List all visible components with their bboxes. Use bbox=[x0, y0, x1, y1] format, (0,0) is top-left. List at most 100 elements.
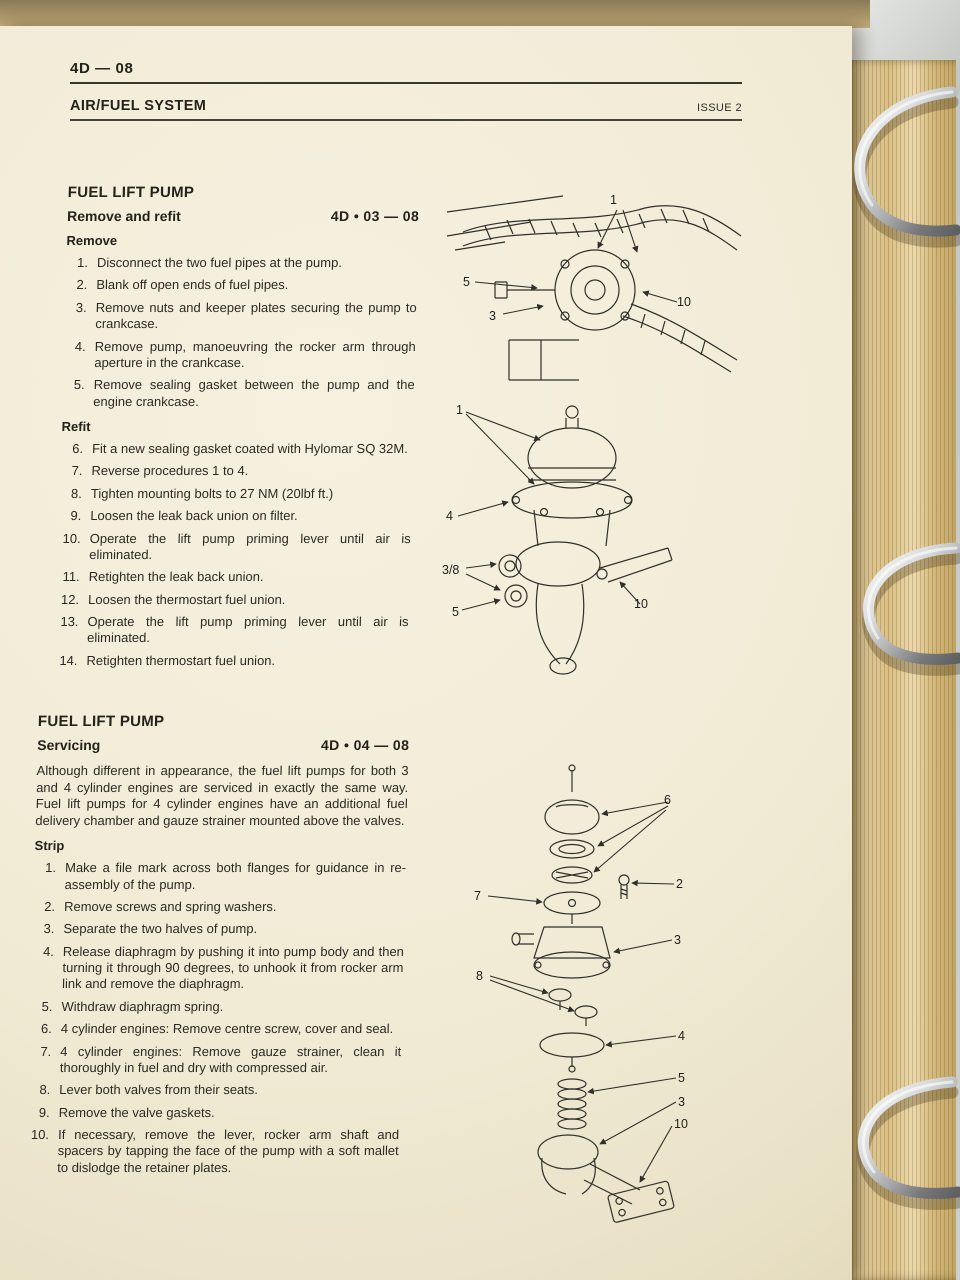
step-number: 8. bbox=[70, 485, 83, 501]
figure-callout: 4 bbox=[446, 509, 453, 523]
section-ref-code: 4D • 04 — 08 bbox=[320, 737, 410, 754]
step-number: 9. bbox=[38, 1104, 50, 1120]
figure-callout: 7 bbox=[474, 889, 481, 903]
figure-callout: 6 bbox=[664, 793, 671, 807]
list-item: 3.Separate the two halves of pump. bbox=[32, 921, 404, 937]
figure-callout: 5 bbox=[463, 275, 470, 289]
technical-drawing bbox=[487, 764, 677, 1223]
figure-callout: 3/8 bbox=[442, 563, 460, 577]
step-number: 14. bbox=[59, 652, 78, 668]
figure-callout: 5 bbox=[452, 605, 459, 619]
step-text: Lever both valves from their seats. bbox=[59, 1082, 259, 1098]
figure-pump-exploded-view: 6 7 2 3 8 4 5 3 10 bbox=[472, 762, 712, 1240]
figure-callout: 3 bbox=[489, 309, 496, 323]
step-text: Operate the lift pump priming lever unti… bbox=[86, 614, 409, 646]
technical-drawing bbox=[446, 195, 742, 381]
step-text: Disconnect the two fuel pipes at the pum… bbox=[96, 255, 343, 270]
step-number: 6. bbox=[40, 1021, 53, 1037]
step-number: 10. bbox=[62, 530, 81, 546]
list-item: 1. Disconnect the two fuel pipes at the p… bbox=[66, 255, 418, 271]
page-header: 4D — 08 ISSUE 2 AIR/FUEL SYSTEM bbox=[70, 60, 742, 121]
figure-callout: 4 bbox=[678, 1029, 685, 1043]
header-rule-bottom bbox=[70, 119, 742, 121]
section-remove-refit: FUEL LIFT PUMP Remove and refit 4D • 03 … bbox=[55, 184, 420, 669]
page-code: 4D — 08 bbox=[70, 60, 134, 77]
step-text: Tighten mounting bolts to 27 NM (20lbf f… bbox=[90, 485, 334, 501]
step-number: 6. bbox=[72, 441, 84, 456]
step-text: Remove screws and spring washers. bbox=[63, 898, 277, 914]
step-number: 1. bbox=[76, 255, 89, 270]
step-number: 1. bbox=[45, 860, 57, 876]
figure-callout: 10 bbox=[674, 1117, 688, 1131]
step-text: Retighten thermostart fuel union. bbox=[86, 652, 276, 668]
step-text: Make a file mark across both flanges for… bbox=[64, 860, 407, 892]
step-text: If necessary, remove the lever, rocker a… bbox=[57, 1127, 400, 1175]
step-text: Remove pump, manoeuvring the rocker arm … bbox=[94, 338, 416, 370]
step-text: Blank off open ends of fuel pipes. bbox=[96, 277, 289, 293]
strip-heading: Strip bbox=[34, 838, 65, 854]
list-item: 4. Remove pump, manoeuvring the rocker ar… bbox=[63, 339, 416, 372]
step-number: 10. bbox=[30, 1127, 50, 1142]
list-item: 10. If necessary, remove the lever, rocke… bbox=[26, 1127, 399, 1176]
strip-steps: 1. Make a file mark across both flanges f… bbox=[26, 860, 406, 1176]
step-text: Loosen the leak back union on filter. bbox=[90, 508, 298, 524]
list-item: 8. Tighten mounting bolts to 27 NM (20lbf… bbox=[60, 486, 412, 502]
step-text: Reverse procedures 1 to 4. bbox=[91, 463, 249, 479]
list-item: 8. Lever both valves from their seats. bbox=[28, 1082, 400, 1098]
step-number: 13. bbox=[60, 614, 79, 629]
step-number: 7. bbox=[40, 1043, 52, 1059]
figure-callout: 10 bbox=[677, 295, 691, 309]
list-item: 13. Operate the lift pump priming lever u… bbox=[56, 614, 409, 647]
list-item: 2.Remove screws and spring washers. bbox=[33, 899, 405, 915]
step-number: 3. bbox=[43, 921, 55, 937]
list-item: 14. Retighten thermostart fuel union. bbox=[55, 653, 407, 669]
refit-heading: Refit bbox=[61, 419, 91, 434]
list-item: 11. Retighten the leak back union. bbox=[57, 569, 409, 585]
section-ref-code: 4D • 03 — 08 bbox=[330, 208, 420, 224]
section-subtitle-row: Servicing 4D • 04 — 08 bbox=[37, 737, 409, 753]
section-subtitle: Servicing bbox=[37, 737, 101, 754]
list-item: 9.Remove the valve gaskets. bbox=[27, 1105, 399, 1121]
figure-callout: 2 bbox=[676, 877, 683, 891]
step-text: Retighten the leak back union. bbox=[88, 569, 264, 585]
list-item: 12.Loosen the thermostart fuel union. bbox=[57, 592, 409, 608]
list-item: 3. Remove nuts and keeper plates securing… bbox=[64, 300, 417, 333]
list-item: 6. 4 cylinder engines: Remove centre scre… bbox=[30, 1021, 402, 1037]
step-text: Release diaphragm by pushing it into pum… bbox=[61, 943, 405, 992]
step-number: 3. bbox=[75, 299, 87, 315]
step-text: Loosen the thermostart fuel union. bbox=[87, 591, 286, 607]
step-number: 4. bbox=[74, 338, 86, 354]
figure-callout: 5 bbox=[678, 1071, 685, 1085]
list-item: 6. Fit a new sealing gasket coated with H… bbox=[61, 441, 413, 457]
figure-callout: 3 bbox=[674, 933, 681, 947]
figure-pump-side-view: 1 4 3/8 5 10 bbox=[442, 398, 712, 694]
figure-callout: 1 bbox=[456, 403, 463, 417]
remove-heading: Remove bbox=[66, 233, 118, 248]
list-item: 5.Remove sealing gasket between the pump… bbox=[62, 377, 415, 410]
step-text: Fit a new sealing gasket coated with Hyl… bbox=[91, 441, 409, 456]
section-subtitle-row: Remove and refit 4D • 03 — 08 bbox=[67, 208, 419, 224]
list-item: 5.Withdraw diaphragm spring. bbox=[30, 999, 402, 1015]
list-item: 1. Make a file mark across both flanges f… bbox=[33, 860, 406, 893]
section-subtitle: Remove and refit bbox=[66, 208, 181, 224]
step-text: Operate the lift pump priming lever unti… bbox=[89, 530, 411, 562]
step-number: 5. bbox=[41, 998, 53, 1014]
step-number: 8. bbox=[39, 1082, 51, 1098]
section-title: FUEL LIFT PUMP bbox=[37, 713, 165, 731]
page-stack-edge bbox=[844, 60, 956, 1280]
header-rule-top bbox=[70, 82, 742, 84]
figure-callout: 3 bbox=[678, 1095, 685, 1109]
step-text: 4 cylinder engines: Remove centre screw,… bbox=[60, 1021, 394, 1037]
figure-callout: 1 bbox=[610, 193, 617, 207]
list-item: 4.Release diaphragm by pushing it into p… bbox=[31, 944, 404, 993]
header-lower: ISSUE 2 AIR/FUEL SYSTEM bbox=[70, 98, 742, 114]
figure-callout: 8 bbox=[476, 969, 483, 983]
step-text: 4 cylinder engines: Remove gauze straine… bbox=[59, 1043, 402, 1075]
issue-label: ISSUE 2 bbox=[697, 102, 742, 114]
step-number: 7. bbox=[71, 463, 83, 479]
binder-top-edge bbox=[0, 0, 870, 28]
step-number: 11. bbox=[62, 569, 80, 585]
step-number: 2. bbox=[76, 277, 88, 293]
step-text: Remove nuts and keeper plates securing t… bbox=[95, 299, 417, 332]
